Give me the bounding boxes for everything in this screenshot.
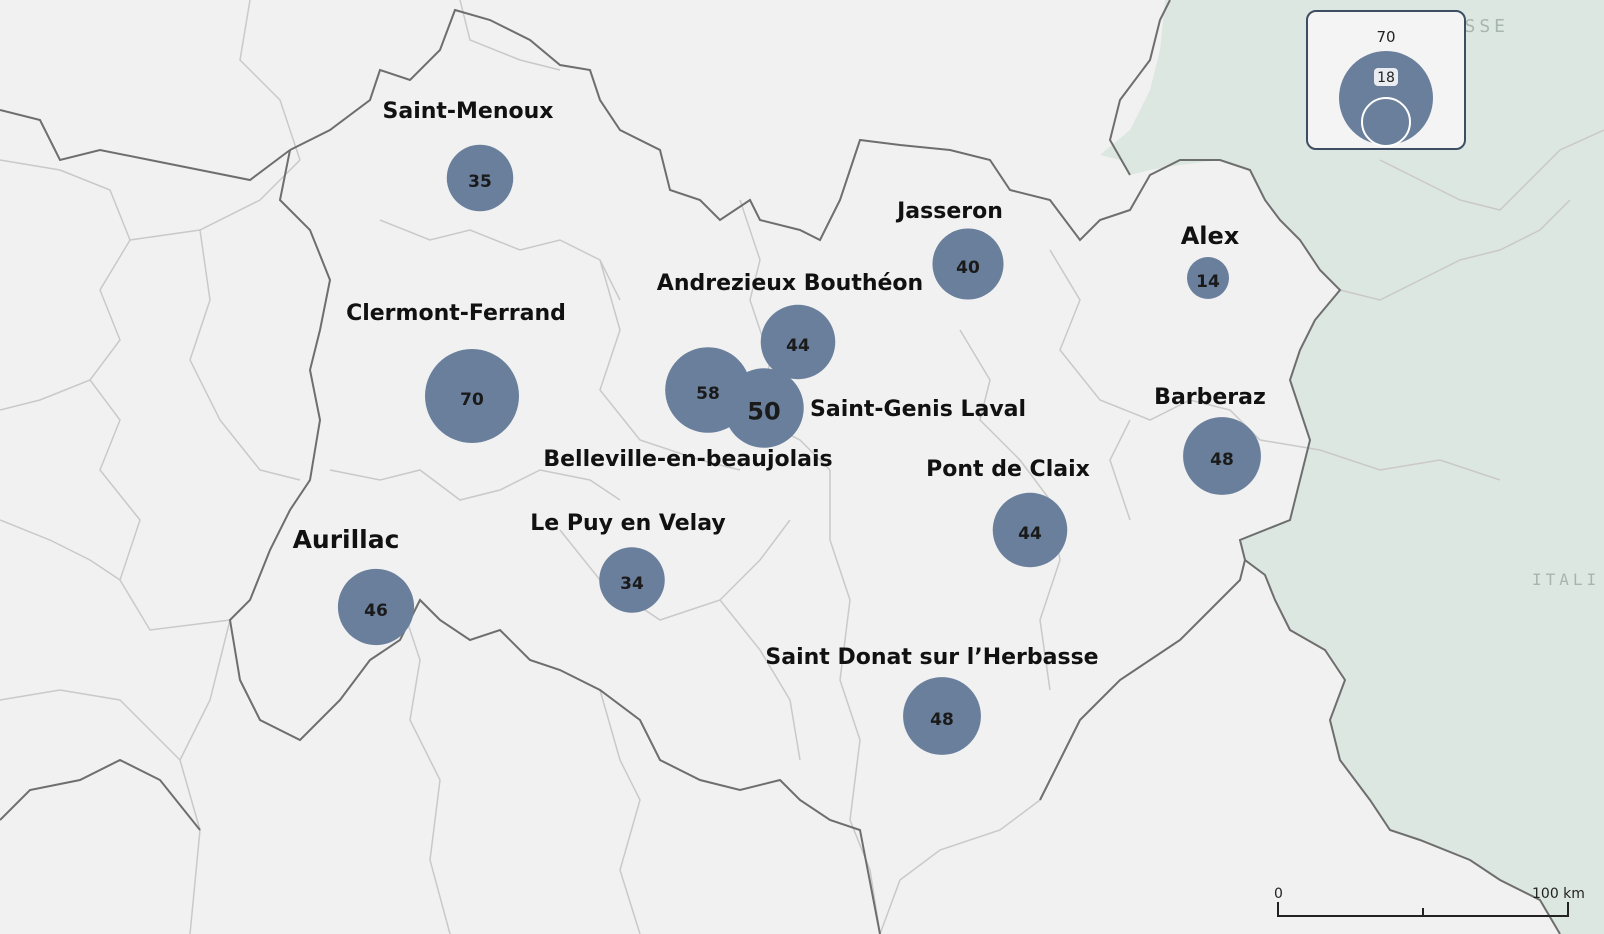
site-label: Clermont-Ferrand — [346, 301, 566, 326]
site-bubble[interactable] — [337, 568, 415, 646]
site-value: 35 — [468, 172, 492, 192]
site-bubble[interactable] — [1186, 256, 1230, 300]
site-value: 40 — [956, 258, 980, 278]
site-marker[interactable]: 14 Alex — [1181, 222, 1240, 300]
region-border-lower-west — [0, 758, 201, 831]
site-label: Alex — [1181, 222, 1240, 250]
site-label: Le Puy en Velay — [530, 511, 725, 536]
legend-min-value: 18 — [1377, 70, 1395, 86]
site-marker[interactable]: 40 Jasseron — [895, 199, 1004, 300]
site-label: Andrezieux Bouthéon — [657, 271, 923, 296]
region-border-west — [228, 149, 881, 934]
region-borders — [0, 0, 1561, 934]
site-value: 70 — [460, 390, 484, 410]
site-marker[interactable]: 46 Aurillac — [293, 525, 415, 646]
site-bubble[interactable] — [425, 349, 519, 443]
site-label: Saint Donat sur l’Herbasse — [765, 645, 1098, 670]
site-marker[interactable]: 35 Saint-Menoux — [383, 99, 554, 212]
site-marker[interactable]: 48 Saint Donat sur l’Herbasse — [765, 645, 1099, 755]
site-marker[interactable]: 44 Pont de Claix — [926, 457, 1090, 568]
size-legend: 70 18 — [1306, 10, 1466, 150]
site-value: 44 — [786, 336, 810, 356]
site-label: Jasseron — [895, 199, 1003, 224]
site-bubble[interactable] — [760, 304, 836, 380]
site-value: 34 — [620, 574, 644, 594]
site-value: 48 — [1210, 450, 1234, 470]
site-value: 44 — [1018, 524, 1042, 544]
site-value: 58 — [696, 384, 720, 404]
site-marker[interactable]: 48 Barberaz — [1154, 385, 1266, 495]
region-border-north — [0, 109, 291, 182]
site-bubble[interactable] — [446, 144, 514, 212]
site-label: Pont de Claix — [926, 457, 1090, 482]
sites-layer: 35 Saint-Menoux 70 Clermont-Ferrand 44 Andrez… — [293, 99, 1266, 755]
site-value: 48 — [930, 710, 954, 730]
legend-circle-min — [1361, 97, 1411, 147]
size-legend-graphic: 70 18 — [1339, 28, 1433, 147]
site-marker[interactable]: 50 Saint-Genis Laval — [724, 368, 1026, 448]
site-marker[interactable]: 34 Le Puy en Velay — [530, 511, 726, 613]
site-bubble[interactable] — [1183, 417, 1261, 495]
scale-bar: 0 100 km — [1274, 886, 1585, 917]
site-bubble[interactable] — [599, 547, 665, 613]
site-label: Belleville-en-beaujolais — [543, 447, 832, 472]
site-value: 46 — [364, 601, 388, 621]
region-border-east-italy — [1108, 0, 1171, 176]
site-bubble[interactable] — [992, 492, 1068, 568]
region-border-main — [289, 8, 1561, 934]
legend-max-value: 70 — [1376, 28, 1395, 46]
site-bubble[interactable] — [932, 228, 1004, 300]
site-bubble[interactable] — [903, 677, 981, 755]
site-marker[interactable]: 70 Clermont-Ferrand — [346, 301, 566, 443]
site-label: Barberaz — [1154, 385, 1266, 410]
site-bubble[interactable] — [724, 368, 804, 448]
legend-min-value-badge — [1374, 68, 1398, 86]
site-value: 50 — [747, 397, 780, 425]
scale-bar-end-label: 100 km — [1532, 886, 1585, 902]
scale-bar-start-label: 0 — [1274, 886, 1283, 902]
site-value: 14 — [1196, 272, 1220, 292]
neighbor-country-area — [1100, 0, 1604, 934]
region-border-south — [1039, 559, 1246, 801]
site-label: Saint-Menoux — [383, 99, 554, 124]
site-marker[interactable]: 44 Andrezieux Bouthéon — [657, 271, 923, 380]
site-label: Saint-Genis Laval — [810, 397, 1026, 422]
country-label-italy: ITALI — [1532, 570, 1600, 589]
site-label: Aurillac — [293, 525, 400, 554]
